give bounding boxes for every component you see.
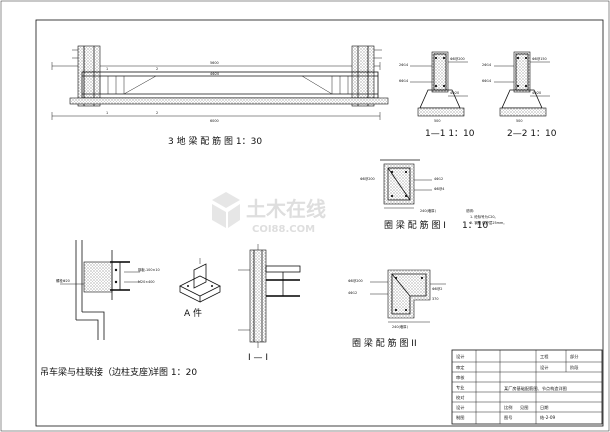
tb-row-5: 设计 [456, 404, 464, 411]
section-i-i: I — I [238, 244, 301, 363]
watermark-main: 土木在线 [246, 197, 326, 221]
cut-mark-1b: 1 [106, 111, 108, 115]
s2-label-a: 2Φ14 [482, 63, 491, 67]
ring-beam-1-title: 圈 梁 配 筋 图 I [384, 219, 446, 231]
svg-text:5600: 5600 [210, 61, 219, 65]
tb-bottom-4: 图号 [504, 415, 512, 421]
cut-mark-2b: 2 [156, 111, 158, 115]
crane-beam-joint: 螺栓Φ20 钢板-100×10 M20×400 吊车梁与柱联接（边柱支座） 详图… [40, 240, 197, 378]
tb-right-mid-b: 阶段 [570, 364, 579, 371]
tb-project: 某厂房基础配筋图、节点构造详图 [504, 385, 567, 392]
crane-title-b: 详图 1：20 [150, 366, 197, 378]
s2-label-d: 4Φ20 [532, 91, 541, 95]
s1-label-a: 2Φ14 [399, 63, 408, 67]
section-i-title: I — I [248, 353, 268, 363]
ring-beam-2: Φ8@200 4Φ12 Φ8@2 370 240(墙厚) 圈 梁 配 筋 图 I… [348, 269, 446, 349]
s1-label-b: 6Φ14 [399, 79, 408, 83]
note-1: 1. 砼标号为C20。 [470, 214, 498, 219]
ground-beam-title: 3 地 梁 配 筋 图 1：30 [168, 135, 262, 147]
note-2: 2. 钢筋 保护层25mm。 [470, 220, 507, 225]
tb-bottom-5: 结-2-09 [540, 414, 556, 421]
inner-frame [35, 19, 604, 427]
section-2-title: 2—2 1：10 [507, 129, 557, 139]
tb-company: 设计 [456, 353, 464, 360]
rb2-label-d: 370 [432, 297, 438, 301]
tb-bottom-2: 见图 [520, 405, 528, 411]
stirrup-ticks [99, 75, 349, 95]
rb2-label-a: Φ8@200 [348, 279, 363, 283]
s1-label-d: 4Φ20 [450, 91, 459, 95]
section-1-title: 1—1 1：10 [425, 129, 475, 139]
part-a-title: A 件 [184, 307, 202, 319]
ring-beam-2-title: 圈 梁 配 筋 图 II [352, 337, 417, 349]
crane-label-a: 螺栓Φ20 [56, 278, 70, 283]
crane-label-c: M20×400 [138, 280, 155, 284]
ring-beam-1: Φ8@200 4Φ12 Φ8@4 240(墙厚) 圈 梁 配 筋 图 I 1：1… [360, 159, 488, 231]
s1-label-c: Φ8@200 [450, 57, 465, 61]
tb-right-top-b: 部分 [570, 353, 579, 360]
s2-label-b: 6Φ14 [482, 79, 491, 83]
tb-bottom-3: 日期 [540, 405, 548, 411]
cut-mark-2: 2 [156, 67, 158, 71]
ground-beam-main-bar: 4Φ20 [210, 72, 219, 76]
tb-bottom-1: 比例 [504, 404, 512, 411]
rb1-label-d: 240(墙厚) [420, 208, 437, 213]
title-block: 设计 审定 审核 专业 校对 设计 制图 工程 部分 设计 阶段 某厂房基础配筋… [451, 349, 603, 425]
s1-label-e: 500 [434, 119, 440, 123]
tb-right-top-a: 工程 [540, 353, 549, 360]
crane-title-a: 吊车梁与柱联接（边柱支座） [40, 366, 157, 378]
ground-beam-elevation: 5600 6000 4Φ20 [51, 45, 389, 147]
section-2-2: 2Φ14 6Φ14 Φ8@150 4Φ20 500 2—2 1：10 [482, 51, 557, 139]
crane-label-b: 钢板-100×10 [138, 267, 160, 272]
tb-row-4: 校对 [456, 394, 464, 401]
s2-label-c: Φ8@150 [532, 57, 547, 61]
ring-beam-1-scale: 1：10 [462, 221, 488, 231]
watermark: 土木在线 COI88.COM [212, 192, 326, 235]
rb1-label-c: Φ8@4 [434, 187, 444, 191]
tb-row-2: 审核 [456, 374, 465, 381]
svg-text:6000: 6000 [210, 119, 219, 123]
tb-row-6: 制图 [456, 414, 464, 421]
section-1-1: 2Φ14 6Φ14 Φ8@200 4Φ20 500 1—1 1：10 [399, 51, 475, 139]
tb-row-1: 审定 [456, 364, 464, 371]
tb-right-mid-a: 设计 [540, 364, 548, 371]
rb2-label-b: 4Φ12 [348, 291, 357, 295]
rb2-label-c: Φ8@2 [432, 287, 442, 291]
tb-row-3: 专业 [456, 384, 464, 391]
rb2-label-e: 240(墙厚) [392, 324, 409, 329]
s2-label-e: 500 [516, 119, 522, 123]
cut-mark-1: 1 [106, 67, 108, 71]
rb1-label-a: Φ8@200 [360, 177, 375, 181]
notes-title: 说明： [466, 208, 476, 213]
rb1-label-b: 4Φ12 [434, 177, 443, 181]
part-a: A 件 [179, 258, 221, 319]
watermark-logo-icon [212, 192, 240, 228]
watermark-sub: COI88.COM [252, 224, 315, 235]
notes: 说明： 1. 砼标号为C20。 2. 钢筋 保护层25mm。 [466, 208, 507, 225]
